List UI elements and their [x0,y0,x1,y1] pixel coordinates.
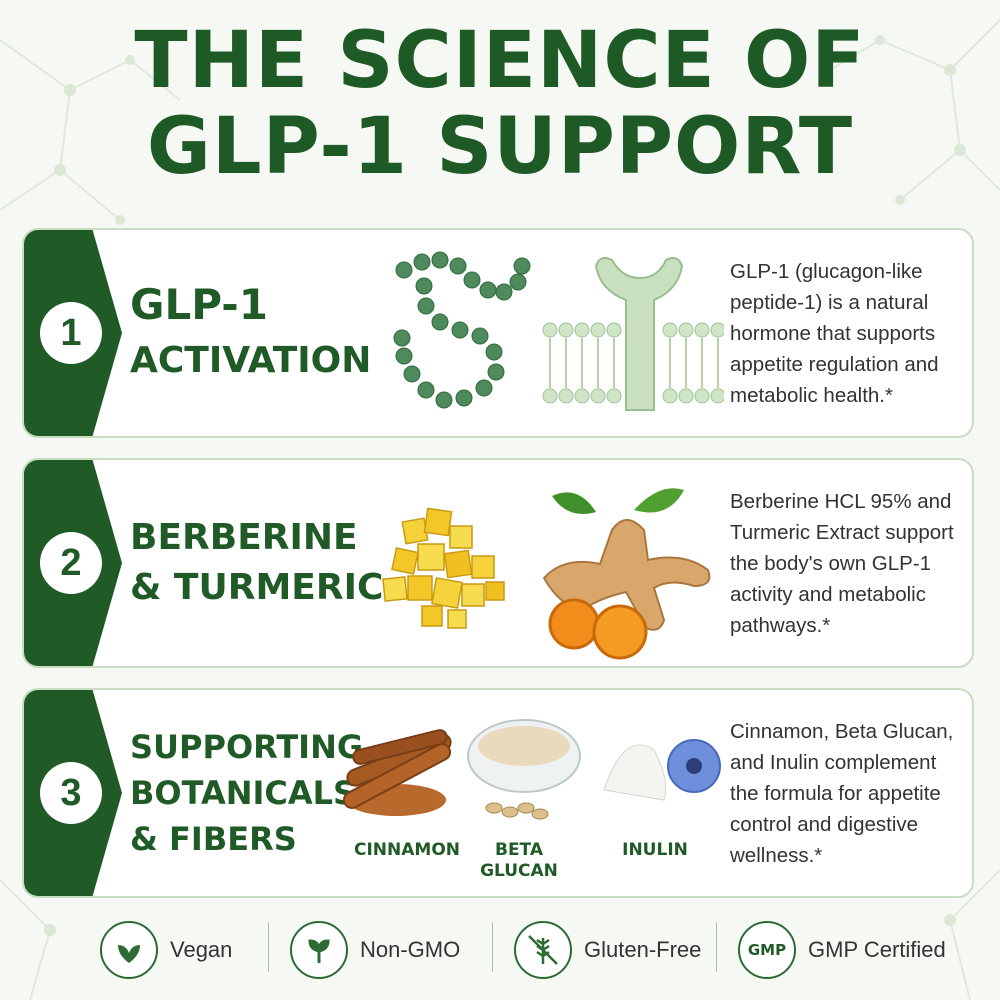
card-illustrations [364,460,724,666]
turmeric-root-icon [542,488,711,660]
gmp-icon: GMP [738,921,796,979]
inulin-icon [603,739,721,801]
card-description: Cinnamon, Beta Glucan, and Inulin comple… [730,719,954,867]
card-description: Berberine HCL 95% and Turmeric Extract s… [730,489,954,637]
card-heading-line: SUPPORTING [130,728,364,766]
badge-divider [716,922,717,972]
card-heading-line: BOTANICALS [130,774,357,812]
ingredient-label-beta-glucan: BETA GLUCAN [480,840,558,881]
ingredients-illustration [342,719,721,820]
card-heading: GLP-1 ACTIVATION [130,230,371,436]
card-illustrations [364,230,726,436]
peptide-chain-icon [393,251,726,411]
page-title: THE SCIENCE OF GLP-1 SUPPORT [0,18,1000,190]
card-heading-line: & FIBERS [130,820,297,858]
cell-membrane-receptor-icon [542,257,726,411]
card-berberine-turmeric: 2 BERBERINE & TURMERIC [22,458,974,668]
non-gmo-plant-icon [290,921,348,979]
title-line-1: THE SCIENCE OF [134,16,866,106]
ingredient-label-cinnamon: CINNAMON [353,840,460,860]
badge-label: Vegan [170,937,233,962]
beta-glucan-icon [467,719,581,820]
certification-badges: Vegan Non-GMO Gluten-Free GMP GMP Certif… [0,912,1000,988]
card-botanicals-fibers: 3 SUPPORTING BOTANICALS & FIBERS [22,688,974,898]
cinnamon-icon [342,729,452,816]
card-heading: SUPPORTING BOTANICALS & FIBERS [130,690,363,896]
card-description: GLP-1 (glucagon-like peptide-1) is a nat… [730,259,939,407]
berberine-crystals-icon [382,488,711,660]
card-heading-line: & TURMERIC [130,567,384,608]
card-number: 1 [40,302,102,364]
ingredient-label-inulin: INULIN [622,840,688,860]
badge-gmp-certified: GMP GMP Certified [738,912,946,988]
badge-divider [268,922,269,972]
card-number: 2 [40,532,102,594]
badge-label: Gluten-Free [584,937,702,962]
badge-label: Non-GMO [360,937,461,962]
badge-gluten-free: Gluten-Free [514,912,701,988]
card-heading-line: BERBERINE [130,517,358,558]
badge-label: GMP Certified [808,937,946,962]
badge-non-gmo: Non-GMO [290,912,460,988]
card-heading-line: ACTIVATION [130,340,372,381]
title-line-2: GLP-1 SUPPORT [146,102,854,192]
card-heading: BERBERINE & TURMERIC [130,460,383,666]
card-heading-line: GLP-1 [130,280,268,329]
badge-divider [492,922,493,972]
gluten-free-wheat-icon [514,921,572,979]
badge-vegan: Vegan [100,912,232,988]
gmp-icon-text: GMP [747,941,787,959]
card-illustrations: CINNAMON BETA GLUCAN INULIN [324,690,724,896]
card-number: 3 [40,762,102,824]
card-glp1-activation: 1 GLP-1 ACTIVATION [22,228,974,438]
vegan-leaf-icon [100,921,158,979]
